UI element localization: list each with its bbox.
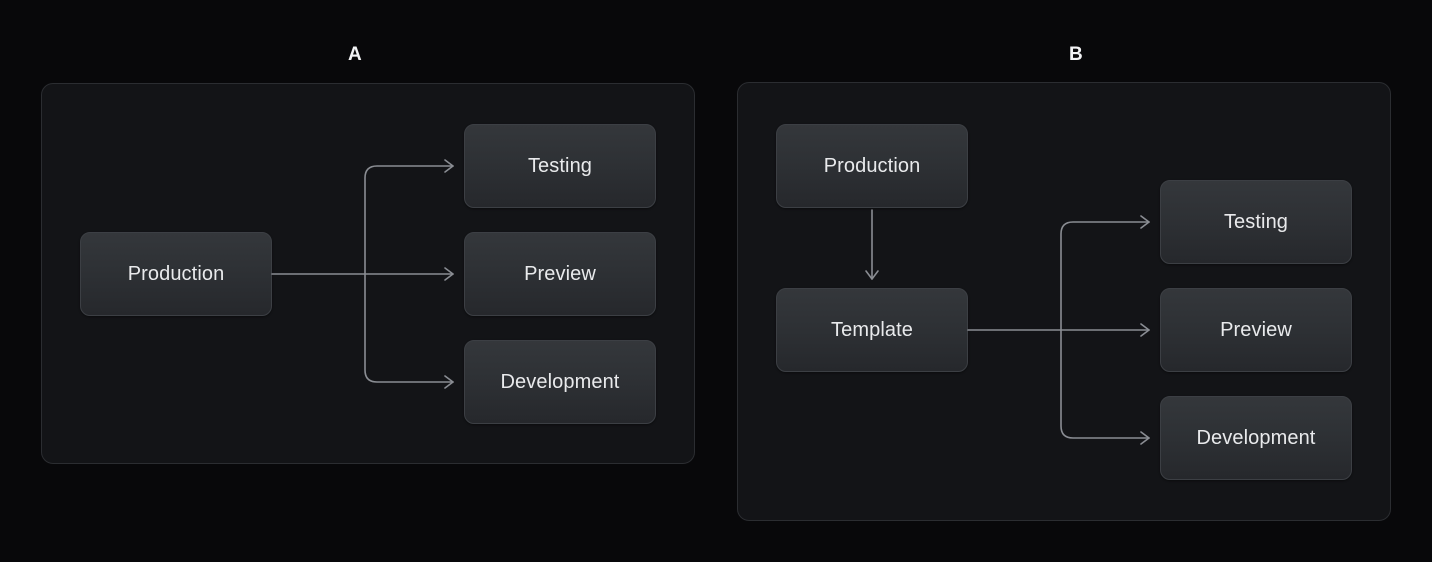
node-label: Testing [527,154,593,177]
panel-label-a: A [347,44,363,65]
node-b-development[interactable]: Development [1160,396,1352,480]
node-a-production[interactable]: Production [80,232,272,316]
node-b-preview[interactable]: Preview [1160,288,1352,372]
node-label: Template [831,318,913,341]
node-b-production[interactable]: Production [776,124,968,208]
node-b-testing[interactable]: Testing [1160,180,1352,264]
node-label: Testing [1223,210,1289,233]
node-label: Production [823,154,921,177]
panel-group-a: A Production Testing Preview Development [41,45,695,464]
panel-group-b: B Production Template Testing Preview De… [737,45,1391,521]
node-label: Development [500,370,620,393]
panel-label-b: B [1068,44,1084,65]
node-label: Preview [1220,318,1292,341]
node-a-development[interactable]: Development [464,340,656,424]
node-label: Development [1196,426,1316,449]
node-b-template[interactable]: Template [776,288,968,372]
node-label: Preview [524,262,596,285]
node-a-preview[interactable]: Preview [464,232,656,316]
node-label: Production [127,262,225,285]
node-a-testing[interactable]: Testing [464,124,656,208]
